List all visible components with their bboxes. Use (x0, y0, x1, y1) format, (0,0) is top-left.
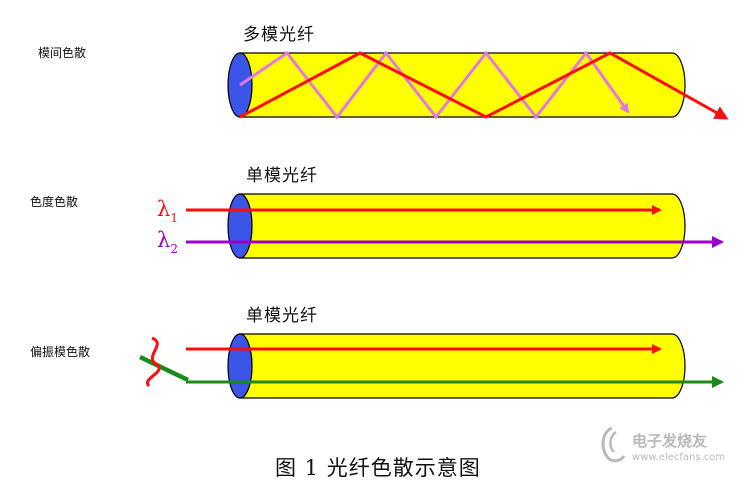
row3-fiber-title: 单模光纤 (246, 306, 318, 326)
figure-caption: 图 1 光纤色散示意图 (275, 456, 481, 480)
row2-fiber-title: 单模光纤 (246, 166, 318, 186)
polarization-wave-icon (139, 336, 189, 388)
lambda1-label: λ1 (157, 197, 178, 225)
watermark: 电子发烧友 www.elecfans.com (598, 424, 744, 474)
watermark-url: www.elecfans.com (632, 452, 726, 463)
elecfans-logo-icon (601, 426, 626, 463)
single-mode-fiber-chromatic (227, 193, 686, 259)
row1-fiber-title: 多模光纤 (243, 25, 315, 45)
row2-side-label: 色度色散 (30, 195, 79, 209)
row1-side-label: 模间色散 (38, 46, 87, 60)
row3-side-label: 偏振模色散 (30, 345, 91, 359)
multimode-fiber (227, 52, 686, 118)
multimode-red-ray (239, 51, 729, 120)
single-mode-fiber-polarization (227, 333, 686, 399)
lambda2-label: λ2 (157, 228, 178, 256)
watermark-title: 电子发烧友 (632, 432, 708, 450)
